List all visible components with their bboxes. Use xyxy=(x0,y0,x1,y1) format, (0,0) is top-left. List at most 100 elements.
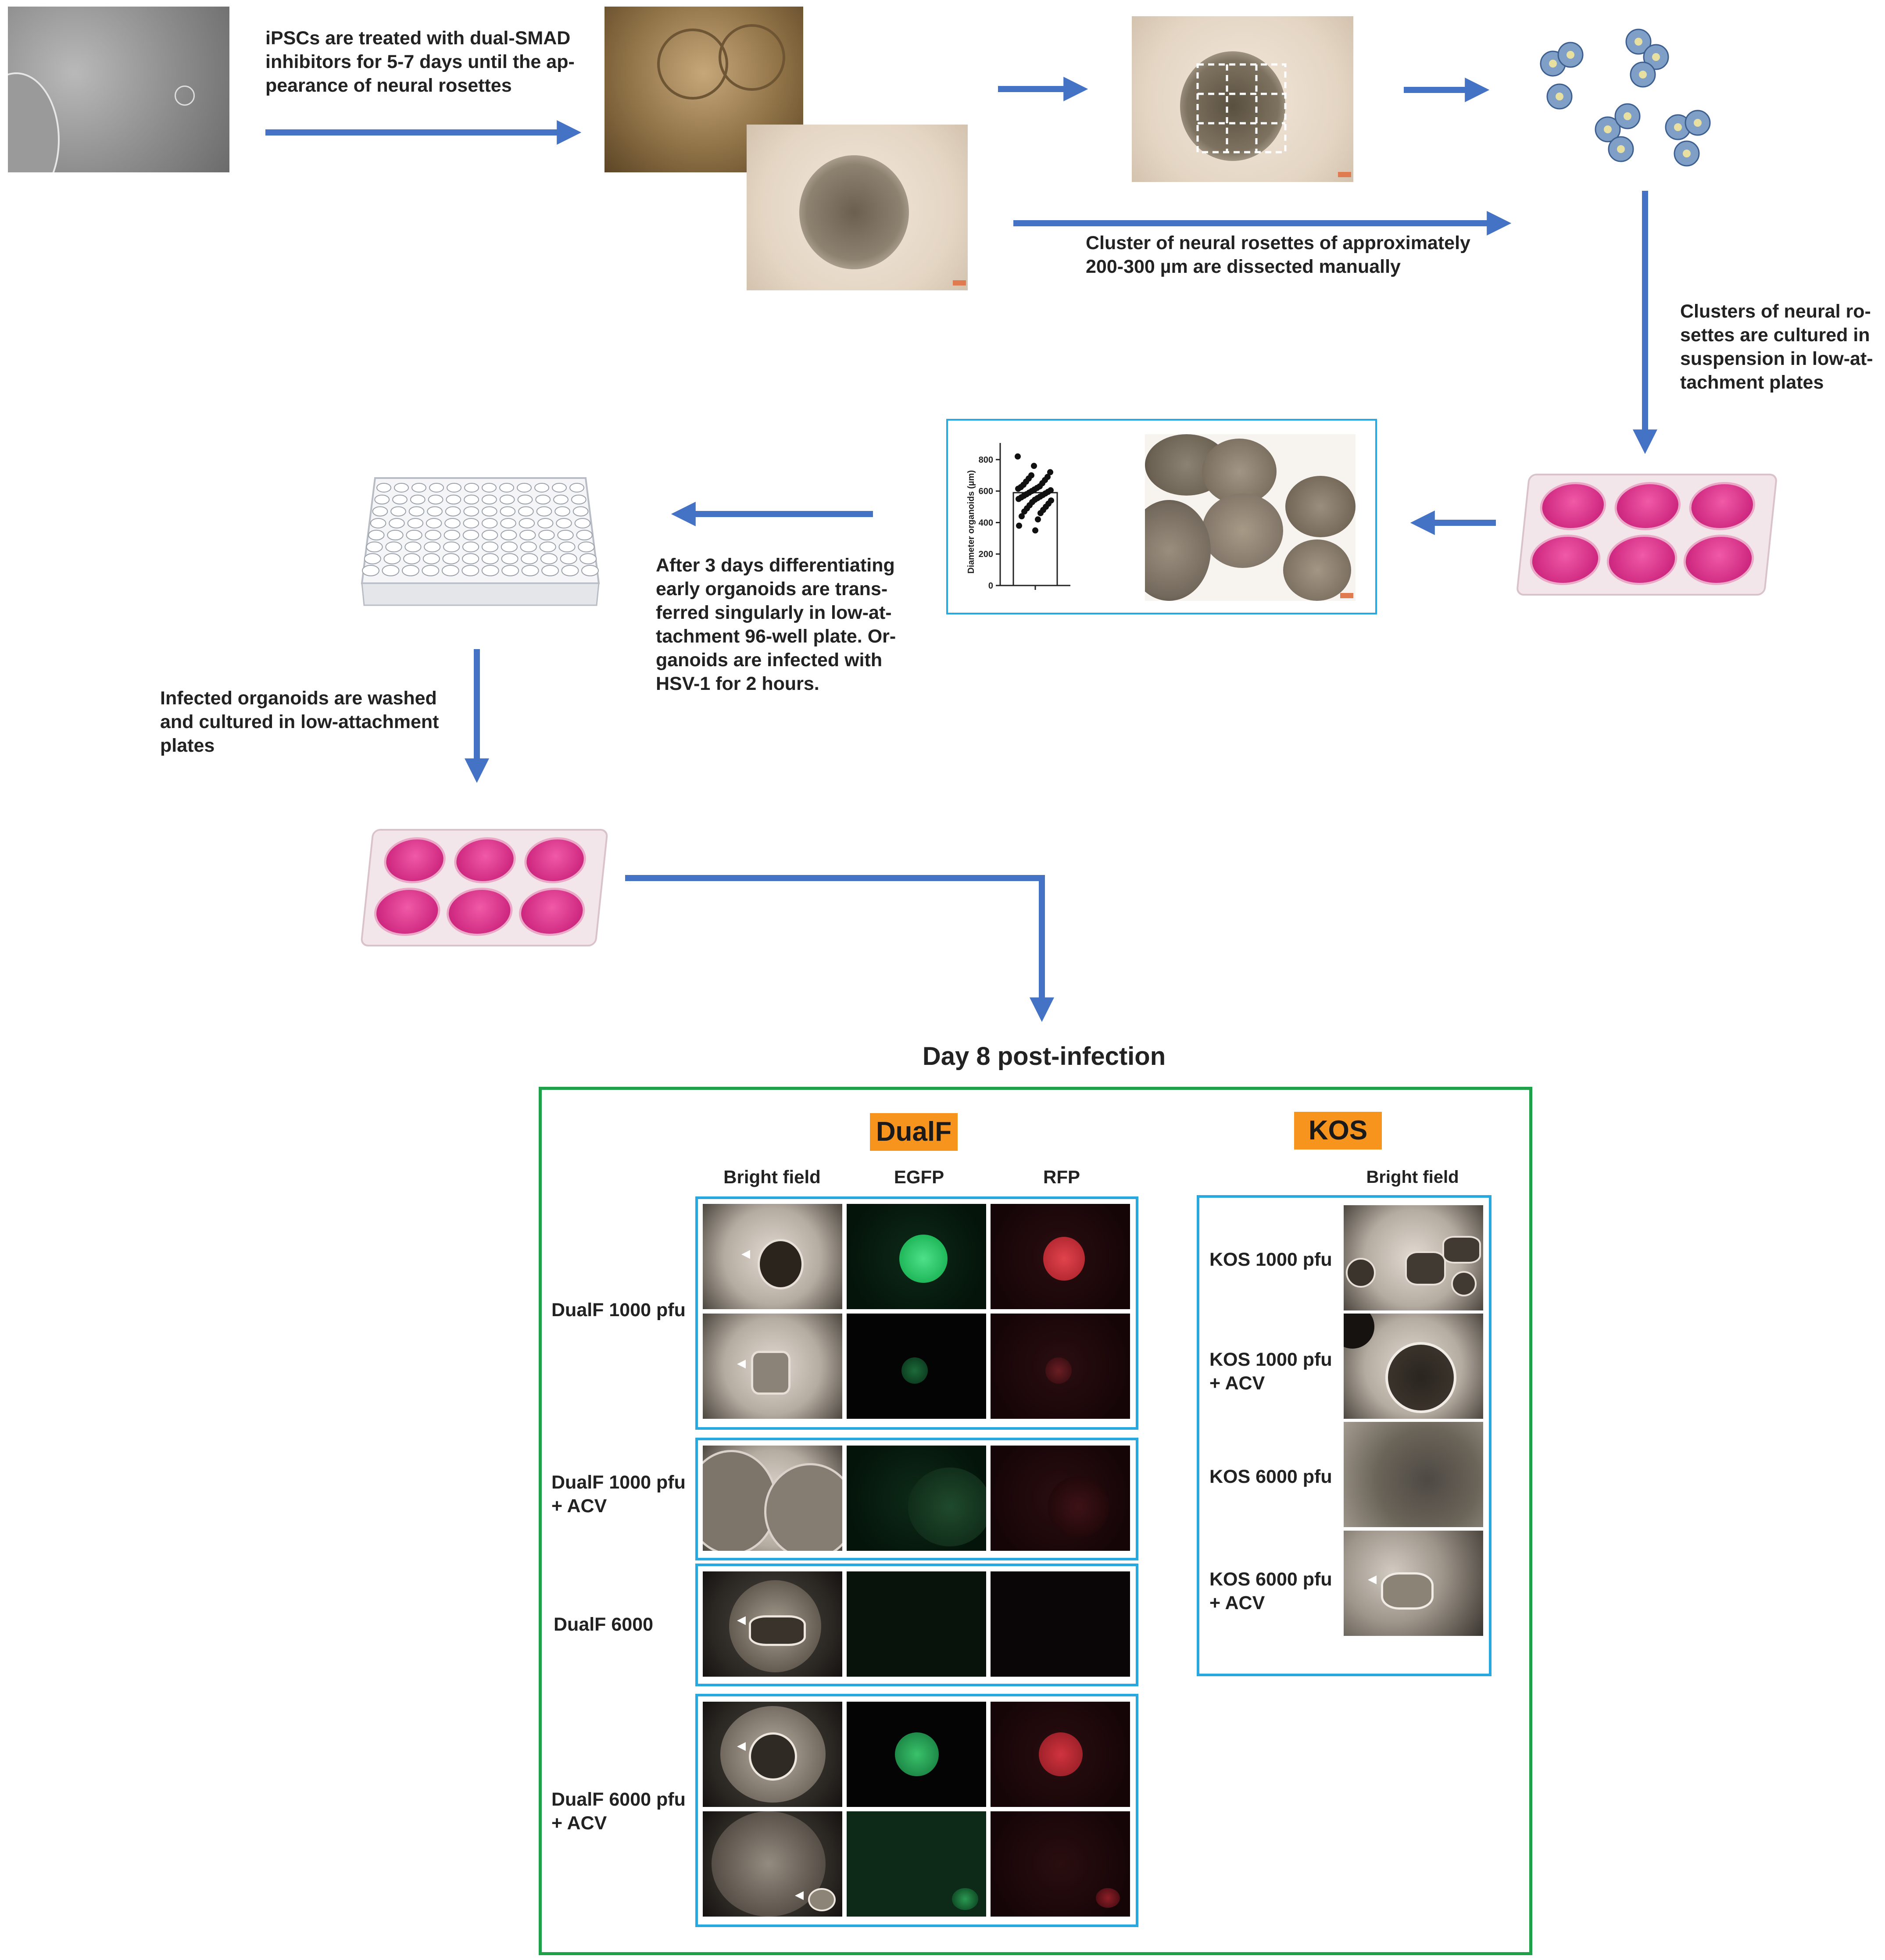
plate-well xyxy=(499,494,515,505)
plate-well xyxy=(578,541,595,553)
plate-well xyxy=(362,565,379,576)
kos-6000-acv-bf: ◀ xyxy=(1344,1531,1483,1636)
six-well-plate-2 xyxy=(360,829,609,946)
plate-well xyxy=(481,518,498,528)
results-panel xyxy=(539,1087,1532,1955)
plate-well xyxy=(442,553,460,564)
plate-well xyxy=(536,506,552,517)
dissection-grid xyxy=(1196,63,1287,154)
plate-well xyxy=(463,506,479,517)
plate-well xyxy=(574,518,591,528)
plate-well xyxy=(444,518,461,528)
dualf-badge: DualF xyxy=(870,1113,958,1151)
dualf-6000-bf: ◀ xyxy=(703,1571,842,1677)
dualf-row-4-label: DualF 6000 pfu + ACV xyxy=(551,1789,686,1834)
plate-well xyxy=(462,541,479,553)
plate-well xyxy=(521,553,538,564)
step-2-text: Cluster of neural rosettes of approximat… xyxy=(1086,232,1470,277)
plate-well xyxy=(481,553,499,564)
dualf-1000-acv-rfp xyxy=(991,1446,1130,1551)
dualf-row-1-label: DualF 1000 pfu xyxy=(551,1300,686,1321)
diameter-point xyxy=(1016,522,1022,529)
plate-well xyxy=(541,565,559,576)
diameter-axis-label: Diameter organoids (µm) xyxy=(966,470,976,574)
plate-well xyxy=(500,506,516,517)
dualf-6000-acv-rfp-1 xyxy=(991,1702,1130,1807)
arrowhead-icon: ◀ xyxy=(737,1613,746,1626)
diameter-point xyxy=(1021,508,1027,515)
dualf-6000-rfp xyxy=(991,1571,1130,1677)
plate-well xyxy=(569,483,584,493)
plate-well xyxy=(424,541,441,553)
plate-well xyxy=(444,529,461,541)
arrowhead-icon: ◀ xyxy=(795,1888,804,1901)
plate-well xyxy=(540,553,558,564)
dualf-1000-acv-bf xyxy=(703,1446,842,1551)
plate-well xyxy=(447,483,461,493)
plate-well xyxy=(426,518,442,528)
dualf-6000-box xyxy=(695,1564,1138,1686)
kos-row-2-label: KOS 1000 pfu + ACV xyxy=(1209,1349,1332,1394)
plate-well xyxy=(579,553,597,564)
arrowhead-icon: ◀ xyxy=(737,1739,746,1752)
diameter-tick-label-0: 0 xyxy=(988,581,993,591)
arrowhead-icon: ◀ xyxy=(741,1247,750,1260)
dualf-col-rfp: RFP xyxy=(1043,1167,1080,1187)
plate-well xyxy=(382,565,400,576)
step-5-text: Infected organoids are washed and cultur… xyxy=(160,688,439,756)
plate-well xyxy=(519,529,536,541)
diameter-point xyxy=(1019,513,1025,520)
plate-well xyxy=(462,553,479,564)
diameter-point xyxy=(1016,496,1022,502)
kos-box xyxy=(1197,1195,1492,1676)
plate-well xyxy=(403,553,421,564)
plate-well xyxy=(464,494,479,505)
plate-well xyxy=(411,483,426,493)
dualf-1000-acv-box xyxy=(695,1438,1138,1560)
plate-well xyxy=(534,483,549,493)
organoid-size-panel xyxy=(946,419,1377,614)
plate-well xyxy=(500,529,517,541)
plate-well xyxy=(481,506,497,517)
plate-well xyxy=(425,529,441,541)
plate-well xyxy=(538,529,555,541)
kos-1000-acv-bf xyxy=(1344,1314,1483,1419)
dualf-6000-acv-rfp-2 xyxy=(991,1811,1130,1917)
plate-well xyxy=(383,553,401,564)
diameter-point xyxy=(1037,510,1044,516)
plate-well xyxy=(389,518,405,528)
dualf-1000-rfp-2 xyxy=(991,1314,1130,1419)
plate-well xyxy=(372,506,388,517)
plate-well xyxy=(374,494,390,505)
plate-well xyxy=(422,553,440,564)
kos-row-4-label: KOS 6000 pfu + ACV xyxy=(1209,1569,1332,1614)
kos-col-brightfield: Bright field xyxy=(1366,1167,1459,1187)
arrowhead-icon: ◀ xyxy=(1368,1572,1377,1585)
plate-well xyxy=(501,553,519,564)
dualf-1000-rfp-1 xyxy=(991,1204,1130,1309)
plate-well xyxy=(427,506,443,517)
dualf-col-brightfield: Bright field xyxy=(723,1167,821,1187)
plate-well xyxy=(376,483,391,493)
kos-1000-bf xyxy=(1344,1205,1483,1310)
plate-well xyxy=(463,518,479,528)
dualf-row-2-label: DualF 1000 pfu + ACV xyxy=(551,1472,686,1517)
plate-well xyxy=(404,541,422,553)
plate-well xyxy=(539,541,556,553)
dualf-col-egfp: EGFP xyxy=(894,1167,944,1187)
plate-well xyxy=(482,483,497,493)
ninety-six-well-plate xyxy=(361,477,600,606)
plate-well xyxy=(441,565,459,576)
kos-row-3-label: KOS 6000 pfu xyxy=(1209,1466,1332,1487)
dissected-rosette-grid-image xyxy=(1132,16,1353,182)
plate-well xyxy=(462,529,479,541)
dualf-1000-bf-2: ◀ xyxy=(703,1314,842,1419)
kos-row-1-label: KOS 1000 pfu xyxy=(1209,1249,1332,1270)
plate-well xyxy=(422,565,440,576)
plate-well xyxy=(387,529,404,541)
plate-well xyxy=(394,483,409,493)
plate-well xyxy=(557,529,574,541)
plate-well xyxy=(368,529,385,541)
